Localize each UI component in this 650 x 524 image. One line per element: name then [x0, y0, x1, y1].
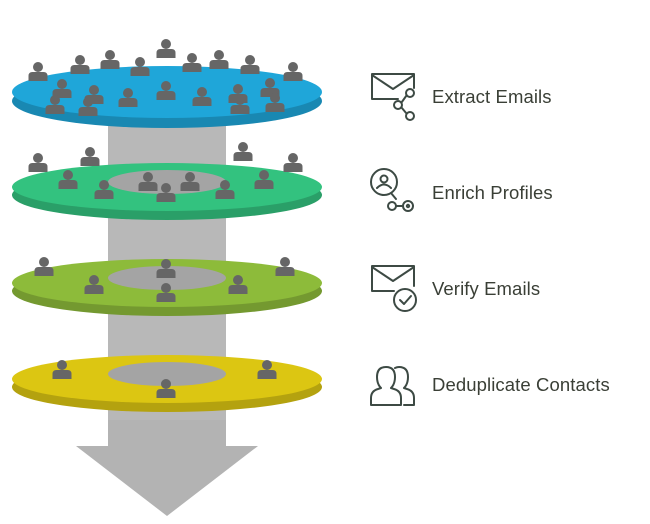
step-label: Enrich Profiles — [432, 182, 553, 203]
person-icon — [70, 55, 90, 74]
person-icon — [80, 147, 100, 166]
person-icon — [240, 55, 260, 74]
profile-network-icon — [370, 168, 414, 212]
person-icon — [182, 53, 202, 72]
person-icon — [233, 142, 253, 161]
person-icon — [283, 62, 303, 81]
step-verify-emails: Verify Emails — [368, 262, 650, 316]
funnel-arrow — [76, 416, 258, 516]
email-check-icon — [371, 265, 417, 312]
person-icon — [283, 153, 303, 172]
person-icon — [100, 50, 120, 69]
person-icon — [34, 257, 54, 276]
person-icon — [28, 62, 48, 81]
email-share-icon — [371, 73, 415, 121]
person-icon — [156, 39, 176, 58]
step-label: Extract Emails — [432, 86, 552, 107]
step-label: Verify Emails — [432, 278, 541, 299]
person-icon — [28, 153, 48, 172]
person-icon — [209, 50, 229, 69]
step-enrich-profiles: Enrich Profiles — [368, 166, 650, 220]
step-deduplicate-contacts: Deduplicate Contacts — [368, 358, 650, 412]
step-extract-emails: Extract Emails — [368, 70, 650, 124]
two-people-icon — [370, 366, 415, 406]
step-label: Deduplicate Contacts — [432, 374, 610, 395]
